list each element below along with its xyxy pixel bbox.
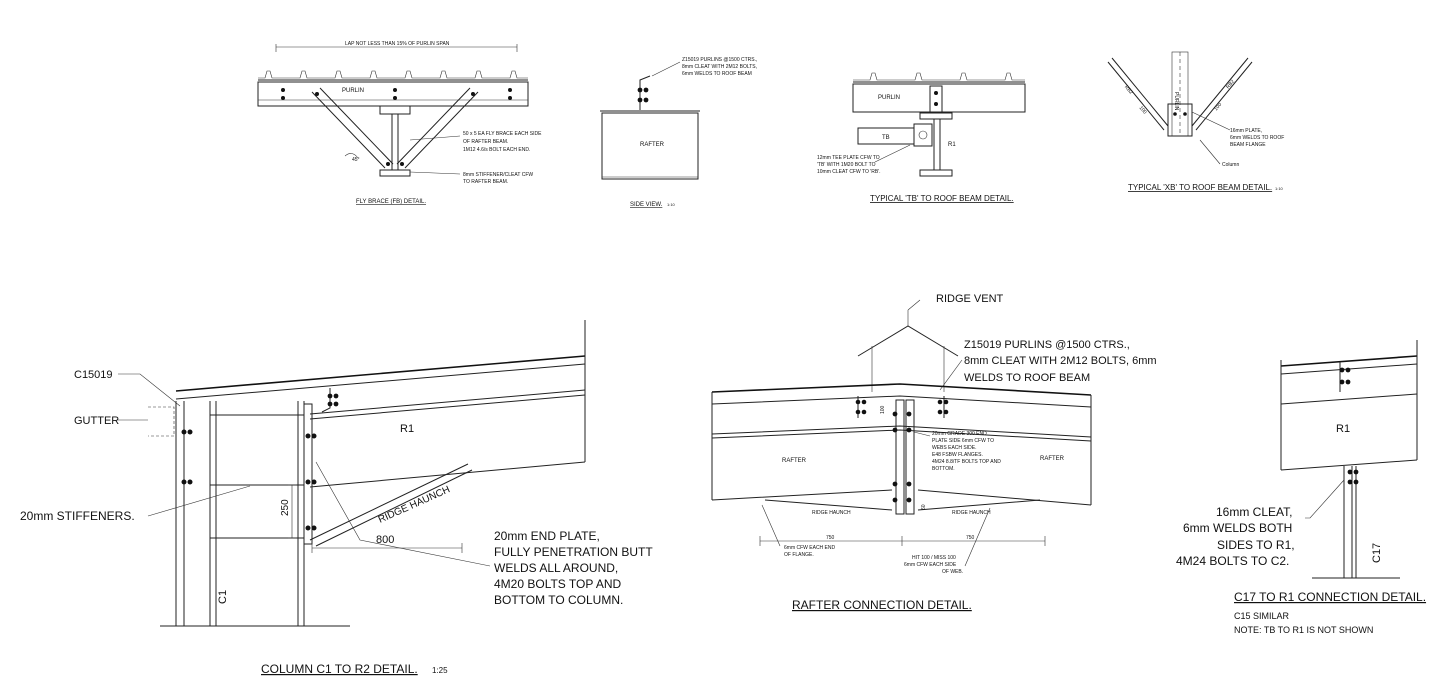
c17-note-l2: 6mm WELDS BOTH (1183, 521, 1292, 535)
tb-note-l1: 12mm TEE PLATE CFW TO (817, 155, 880, 161)
c17-sub1: C15 SIMILAR (1234, 611, 1290, 621)
rc-hit-l1: HIT 100 / MISS 100 (912, 555, 956, 561)
rafter-connection-detail: RIDGE VENT Z15019 PURLINS @1500 CTRS., 8… (711, 293, 1157, 612)
fb-note1-l1: 50 x 5 EA FLY BRACE EACH SIDE (463, 131, 542, 137)
col-dim-800: 800 (376, 534, 394, 546)
rc-haunch-r: RIDGE HAUNCH (952, 510, 991, 516)
xb-label-2: RB2 (1225, 79, 1236, 90)
tb-detail: PURLIN TB R1 12mm TEE PLATE CFW TO 'TB' … (817, 72, 1026, 203)
fb-title: FLY BRACE (FB) DETAIL. (356, 199, 426, 205)
rc-rafter-r: RAFTER (1040, 456, 1065, 462)
xb-scale: 1:10 (1275, 186, 1284, 191)
xb-note-l2: 6mm WELDS TO ROOF (1230, 135, 1284, 141)
col-note-l4: 4M20 BOLTS TOP AND (494, 577, 622, 591)
c17-note-l3: SIDES TO R1, (1217, 538, 1295, 552)
rc-rafter-l: RAFTER (782, 458, 807, 464)
c17-sub2: NOTE: TB TO R1 IS NOT SHOWN (1234, 625, 1373, 635)
c17-detail: R1 C17 16mm CLEAT, 6mm WELDS BOTH SIDES … (1176, 340, 1426, 635)
rc-plate-l4: E48 FSBW FLANGES. (932, 452, 983, 458)
fb-purlin-label: PURLIN (342, 88, 364, 94)
side-view-detail: RAFTER Z15019 PURLINS @1500 CTRS., 8mm C… (600, 57, 757, 208)
xb-note-l3: BEAM FLANGE (1230, 142, 1266, 148)
rc-plate-l2: PLATE SIDE 6mm CFW TO (932, 438, 994, 444)
col-title: COLUMN C1 TO R2 DETAIL. (261, 662, 418, 676)
rc-dim-l: 750 (826, 535, 835, 541)
c17-note-l1: 16mm CLEAT, (1216, 505, 1292, 519)
col-note-l1: 20mm END PLATE, (494, 529, 600, 543)
rc-hit-l3: OF WEB. (942, 569, 963, 575)
sv-rafter-label: RAFTER (640, 142, 665, 148)
rc-cfw-l1: 6mm CFW EACH END (784, 545, 836, 551)
xb-column-label: Column (1222, 162, 1239, 168)
xb-note-l1: 16mm PLATE, (1230, 128, 1262, 134)
col-note-l5: BOTTOM TO COLUMN. (494, 593, 623, 607)
tb-note-l3: 10mm CLEAT CFW TO 'RB'. (817, 169, 881, 175)
rc-ridge-vent: RIDGE VENT (936, 293, 1004, 305)
col-note-l3: WELDS ALL AROUND, (494, 561, 618, 575)
xb-label-3: PURLIN (1173, 92, 1179, 111)
c17-title: C17 TO R1 CONNECTION DETAIL. (1234, 590, 1426, 604)
rc-plate-l5: 4M24 8.8/TF BOLTS TOP AND (932, 459, 1001, 465)
fb-note2-l2: TO RAFTER BEAM. (463, 179, 508, 185)
sv-note-l3: 6mm WELDS TO ROOF BEAM (682, 71, 752, 77)
sv-note-l1: Z15019 PURLINS @1500 CTRS., (682, 57, 757, 63)
col-note-l2: FULLY PENETRATION BUTT (494, 545, 653, 559)
c17-note-l4: 4M24 BOLTS TO C2. (1176, 554, 1289, 568)
column-detail: R1 RIDGE HAUNCH 250 800 C1 C15019 GUTTER (20, 320, 653, 676)
rc-cfw-l2: OF FLANGE. (784, 552, 814, 558)
col-dim-250: 250 (280, 499, 291, 516)
rc-dim-r: 750 (966, 535, 975, 541)
fb-angle-label: 45° (352, 157, 360, 163)
col-scale: 1:25 (432, 666, 448, 675)
rc-plate-l6: BOTTOM. (932, 466, 955, 472)
col-c1-label: C1 (217, 590, 229, 604)
rc-purlin-l1: Z15019 PURLINS @1500 CTRS., (964, 339, 1130, 351)
fb-note1-l3: 1M12 4.6/s BOLT EACH END. (463, 147, 530, 153)
rc-d60: 60 (921, 504, 927, 510)
sv-scale: 1:10 (667, 202, 676, 207)
fb-note1-l2: OF RAFTER BEAM. (463, 139, 508, 145)
fly-brace-detail: LAP NOT LESS THAN 15% OF PURLIN SPAN PUR… (257, 41, 542, 205)
xb-label-5: 100 (1213, 102, 1223, 112)
fb-lap-label: LAP NOT LESS THAN 15% OF PURLIN SPAN (345, 41, 450, 47)
rc-d100: 100 (880, 405, 886, 414)
col-gutter-label: GUTTER (74, 415, 119, 427)
c17-r1-label: R1 (1336, 423, 1350, 435)
c17-c17-label: C17 (1371, 543, 1383, 563)
fb-note2-l1: 8mm STIFFENER/CLEAT CFW (463, 172, 533, 178)
xb-detail: RB2 RB2 PURLIN 100 100 16mm PLATE, 6mm W… (1107, 51, 1284, 192)
col-r1-label: R1 (400, 423, 414, 435)
rc-hit-l2: 6mm CFW EACH SIDE (904, 562, 957, 568)
tb-tb-label: TB (882, 135, 890, 141)
rc-purlin-l2: 8mm CLEAT WITH 2M12 BOLTS, 6mm (964, 355, 1157, 367)
rc-title: RAFTER CONNECTION DETAIL. (792, 598, 972, 612)
rc-purlin-l3: WELDS TO ROOF BEAM (964, 372, 1090, 384)
tb-note-l2: 'TB' WITH 1M20 BOLT TO (817, 162, 876, 168)
xb-title: TYPICAL 'XB' TO ROOF BEAM DETAIL. (1128, 183, 1272, 192)
rc-plate-l3: WEBS EACH SIDE. (932, 445, 976, 451)
xb-label-4: 100 (1138, 105, 1148, 115)
tb-purlin-label: PURLIN (878, 95, 900, 101)
col-haunch-label: RIDGE HAUNCH (377, 484, 452, 525)
sv-title: SIDE VIEW. (630, 202, 663, 208)
col-c15019-label: C15019 (74, 369, 113, 381)
tb-title: TYPICAL 'TB' TO ROOF BEAM DETAIL. (870, 194, 1014, 203)
xb-label-1: RB2 (1123, 84, 1134, 95)
rc-plate-l1: 20mm GRADE 300 END (932, 431, 987, 437)
col-stiffeners-label: 20mm STIFFENERS. (20, 509, 135, 523)
rc-haunch-l: RIDGE HAUNCH (812, 510, 851, 516)
sv-note-l2: 8mm CLEAT WITH 2M12 BOLTS, (682, 64, 757, 70)
tb-r1-label: R1 (948, 142, 956, 148)
